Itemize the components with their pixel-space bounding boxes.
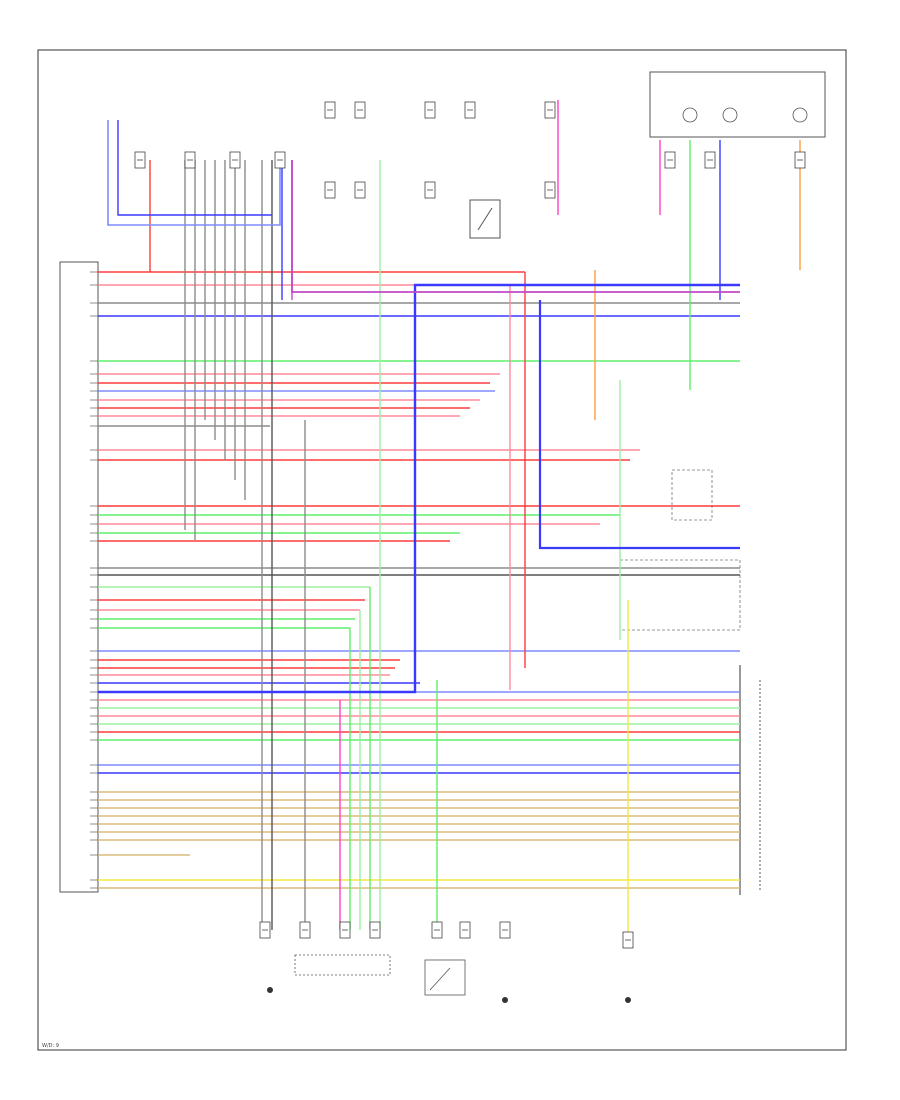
cluster-indicator xyxy=(722,107,738,123)
upper-left-wire xyxy=(117,120,272,216)
connectors-layer xyxy=(134,101,806,949)
wires-layer xyxy=(90,271,740,889)
diagram-frame xyxy=(37,49,847,1051)
relay-box xyxy=(469,199,501,239)
violet-bus-wire xyxy=(291,160,740,293)
sensor-box xyxy=(671,469,713,521)
cluster-indicator xyxy=(682,107,698,123)
cluster-indicator xyxy=(792,107,808,123)
ecm-connector-block xyxy=(59,261,99,893)
ground-symbol xyxy=(267,987,273,993)
blue-sensor-wire xyxy=(538,300,740,550)
upper-left-wire xyxy=(107,120,281,226)
bottom-switch-line xyxy=(429,967,451,991)
verticals-layer xyxy=(98,100,801,940)
blue-bus-wire xyxy=(98,283,740,694)
ground-symbol xyxy=(502,997,508,1003)
relay-switch-line xyxy=(477,207,493,231)
top-right-cluster-box xyxy=(649,71,826,138)
bottom-switch-box xyxy=(424,959,466,996)
bottom-connector-box xyxy=(294,954,391,976)
figure-id: W/D: 9 xyxy=(42,1043,59,1049)
ground-symbol xyxy=(625,997,631,1003)
sensor-box xyxy=(619,559,741,631)
